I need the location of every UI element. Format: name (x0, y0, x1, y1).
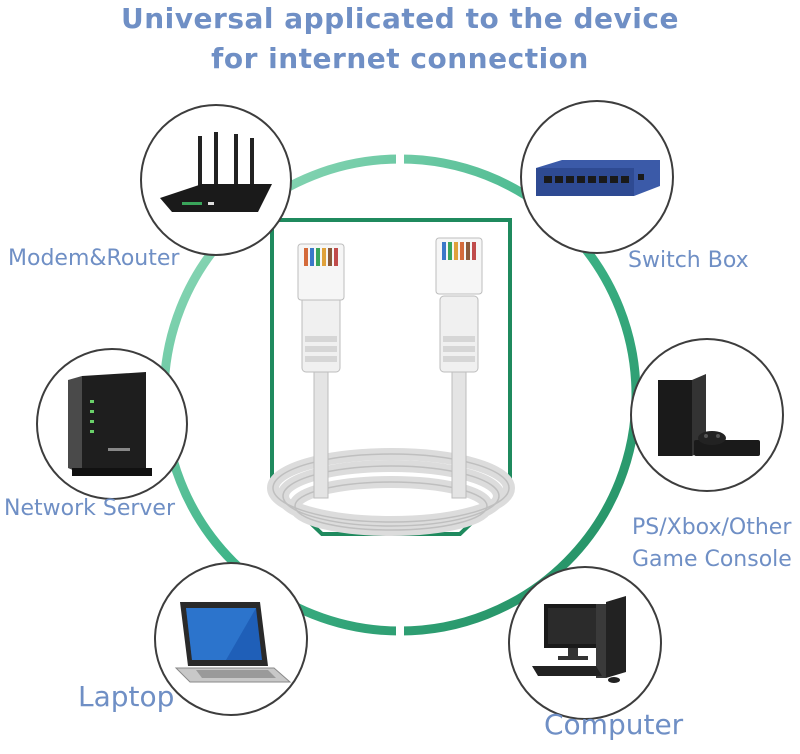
router-icon (160, 132, 272, 212)
laptop-circle (154, 562, 308, 716)
game-console-label: PS/Xbox/Other Game Console (632, 512, 792, 576)
headline-line-1: Universal applicated to the device (121, 2, 679, 35)
game-console-label-line1: PS/Xbox/Other (632, 515, 792, 540)
laptop-label: Laptop (78, 680, 175, 713)
desktop-computer-icon (532, 596, 626, 683)
laptop-icon (174, 602, 292, 683)
network-switch-icon (536, 160, 660, 196)
game-console-circle (630, 338, 784, 492)
ethernet-cable-image (262, 218, 520, 536)
network-server-label: Network Server (4, 496, 175, 521)
computer-circle (508, 566, 662, 720)
game-console-label-line2: Game Console (632, 547, 792, 572)
modem-router-label: Modem&Router (8, 246, 180, 271)
network-server-circle (36, 348, 188, 500)
server-icon (68, 372, 152, 476)
switch-box-circle (520, 100, 674, 254)
switch-box-label: Switch Box (628, 248, 749, 273)
game-console-icon (658, 374, 760, 456)
computer-label: Computer (544, 708, 684, 741)
modem-router-circle (140, 104, 292, 256)
headline-line-2: for internet connection (211, 42, 589, 75)
ethernet-cable-icon (267, 218, 515, 536)
